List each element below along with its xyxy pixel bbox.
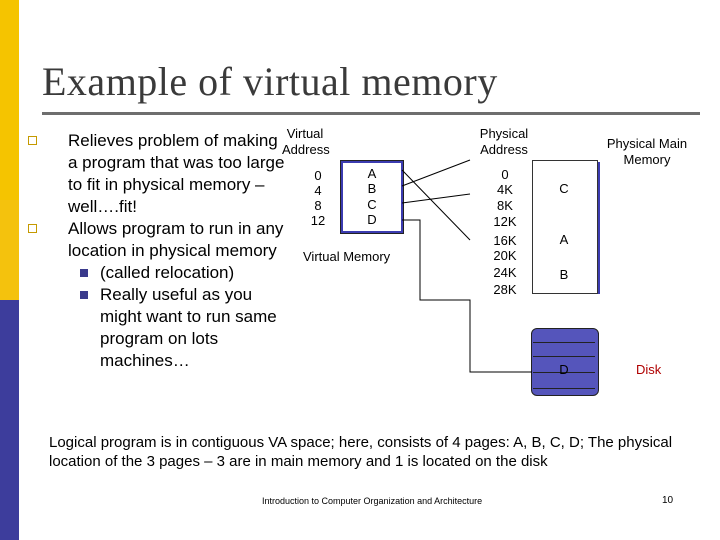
sub-bullet-square-icon [80,291,88,299]
mapping-arrow-a [401,169,471,241]
physical-address-value: 12K [493,214,517,229]
disk-page-label: D [559,362,569,377]
mapping-arrow-b [401,159,471,187]
disk-divider [533,356,595,357]
sub-bullet-item: (called relocation) [28,262,288,284]
virtual-address-value: 0 [314,168,322,183]
sub-bullet-item: Really useful as you might want to run s… [28,284,288,372]
bullet-item: Relieves problem of making a program tha… [28,130,288,218]
virtual-page-label: B [367,181,377,196]
bullet-text: Allows program to run in any location in… [68,219,284,260]
sub-bullet-square-icon [80,269,88,277]
virtual-memory-box [343,163,401,231]
physical-address-value: 24K [493,265,517,280]
summary-text: Logical program is in contiguous VA spac… [49,434,673,470]
virtual-page-label: A [367,166,377,181]
sub-bullet-text: Really useful as you might want to run s… [100,285,277,370]
disk-divider [533,388,595,389]
bullet-square-icon [28,224,37,233]
mapping-arrow-c [401,193,471,204]
virtual-address-value: 8 [314,198,322,213]
slide-title: Example of virtual memory [42,59,498,104]
physical-memory-shadow [596,162,600,294]
physical-memory-box [532,160,598,294]
sub-bullet-text: (called relocation) [100,263,235,282]
virtual-memory-label: Virtual Memory [303,249,391,264]
bullet-list: Relieves problem of making a program tha… [28,130,288,372]
virtual-page-label: D [367,212,377,227]
physical-main-memory-label: Physical Main Memory [606,136,688,167]
physical-page-label: C [559,181,569,196]
disk-label: Disk [636,362,662,377]
title-underline [42,112,700,115]
page-number: 10 [662,495,674,506]
physical-address-value: 8K [497,198,513,213]
physical-address-value: 4K [497,182,513,197]
bullet-square-icon [28,136,37,145]
bullet-text: Relieves problem of making a program tha… [68,131,285,216]
mapping-arrow-d [402,219,532,373]
side-accent-top [0,0,19,200]
physical-page-label: A [559,232,569,247]
virtual-address-label: Virtual Address [282,126,330,157]
virtual-address-value: 4 [314,183,322,198]
physical-address-value: 28K [493,282,517,297]
physical-address-label: Physical Address [479,126,529,157]
physical-address-value: 20K [493,248,517,263]
disk-divider [533,372,595,373]
disk-shape [531,328,599,396]
bullet-item: Allows program to run in any location in… [28,218,288,262]
side-accent-blue [0,300,19,540]
virtual-address-value: 12 [310,213,326,228]
disk-divider [533,342,595,343]
physical-address-value: 0 [501,167,509,182]
virtual-page-label: C [367,197,377,212]
physical-page-label: B [559,267,569,282]
physical-address-value: 16K [493,233,517,248]
footer-course-title: Introduction to Computer Organization an… [262,496,483,506]
